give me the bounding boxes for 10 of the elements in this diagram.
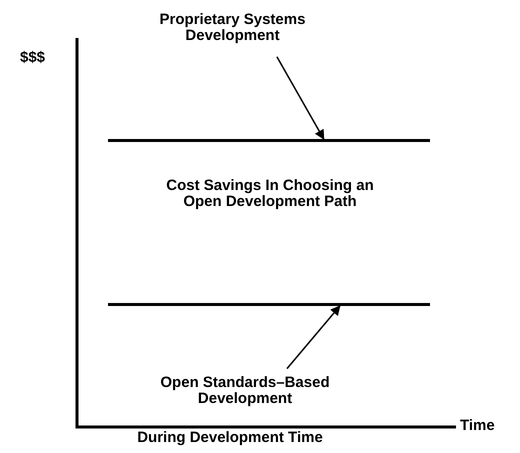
axis-label: $$$ — [20, 50, 46, 66]
level-line — [108, 139, 430, 142]
level-line — [108, 303, 430, 306]
node-label: Open Standards–Based Development — [140, 375, 350, 407]
axis-label: Time — [460, 418, 496, 434]
arrow — [286, 305, 340, 370]
arrow — [276, 56, 324, 140]
region-label: Cost Savings In Choosing an Open Development Path — [165, 178, 375, 210]
node-label: Proprietary Systems Development — [140, 12, 325, 44]
axis-title: During Development Time — [136, 430, 324, 446]
